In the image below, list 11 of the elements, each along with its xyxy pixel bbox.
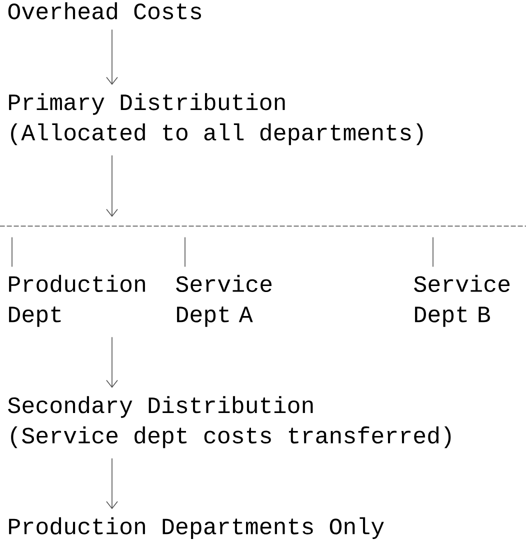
- text-label: Production Departments Only: [9, 517, 384, 540]
- text-label: Service Dept B: [414, 274, 510, 327]
- text-label: Service Dept A: [176, 274, 272, 327]
- text-label: Overhead Costs: [8, 2, 201, 20]
- text-label: Production Dept: [9, 274, 145, 327]
- arrow: [106, 458, 118, 510]
- arrow: [106, 29, 118, 85]
- arrow: [106, 336, 118, 388]
- text-label: Secondary Distribution (Service dept costs transferred): [8, 396, 451, 448]
- arrow: [106, 154, 118, 217]
- text-label: Primary Distribution (Allocated to all departments): [9, 93, 423, 146]
